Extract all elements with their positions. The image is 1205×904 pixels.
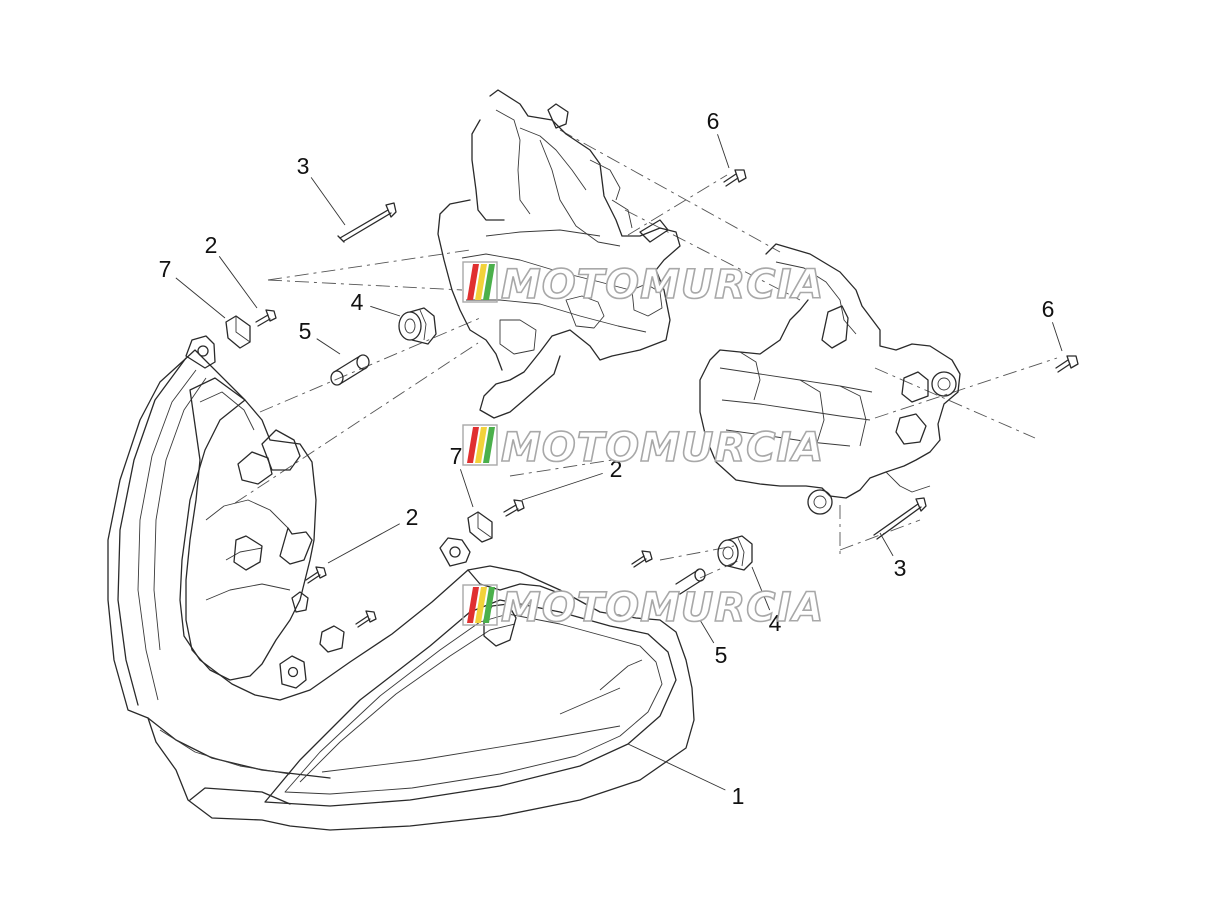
callout-number: 6 [707, 108, 720, 134]
callout-2: 2 [327, 504, 419, 564]
screw-far-right [1055, 355, 1079, 373]
long-pin-upper [337, 202, 397, 243]
watermark-logo: MOTOMURCIA [462, 424, 824, 472]
leader-line [627, 743, 726, 791]
screw-housing-2 [355, 610, 377, 628]
callout-4: 4 [751, 566, 782, 636]
watermark-group: MOTOMURCIA MOTOMURCIA MOTOMURCIA [462, 261, 824, 632]
callout-number: 2 [406, 504, 419, 530]
callout-number: 1 [732, 783, 745, 809]
assembly-lines [234, 129, 1058, 579]
callout-7: 7 [450, 443, 474, 508]
callout-number: 2 [610, 456, 623, 482]
callout-number: 4 [351, 289, 364, 315]
watermark-stripe-green [483, 264, 495, 300]
fasteners [225, 169, 1079, 628]
watermark-stripe-yellow [475, 264, 487, 300]
leader-line [218, 256, 258, 309]
callout-5: 5 [696, 614, 728, 668]
watermark-logo: MOTOMURCIA [462, 261, 824, 309]
grommet-left [398, 307, 437, 345]
callout-1: 1 [627, 743, 745, 809]
screw-center-lower [631, 550, 653, 568]
watermark-stripe-yellow [475, 587, 487, 623]
leader-line [327, 523, 400, 564]
upper-mounting-bracket [437, 89, 681, 419]
leader-line [175, 277, 226, 319]
screw-housing-1 [305, 566, 327, 584]
watermark-text: MOTOMURCIA [501, 425, 824, 471]
callout-2: 2 [521, 456, 623, 501]
spacer-left [330, 354, 370, 386]
leader-line [370, 305, 401, 317]
callout-number: 4 [769, 610, 782, 636]
callout-3: 3 [297, 153, 346, 226]
watermark-stripe-red [467, 587, 479, 623]
leader-line [1052, 322, 1063, 352]
watermark-stripe-red [467, 427, 479, 463]
callout-number: 3 [894, 555, 907, 581]
callout-number: 5 [299, 318, 312, 344]
callout-number: 7 [450, 443, 463, 469]
watermark-text: MOTOMURCIA [501, 262, 824, 308]
headlight-assembly [107, 335, 695, 831]
leader-line [521, 472, 603, 501]
callout-number: 5 [715, 642, 728, 668]
grommet-right [717, 535, 753, 571]
clip-center [467, 511, 493, 543]
watermark-emblem-frame [462, 261, 498, 303]
watermark-stripe-green [483, 587, 495, 623]
callout-labels: 1 2 2 2 3 3 4 4 5 5 6 6 7 7 [159, 108, 1063, 809]
headlight-rear-housing [699, 243, 961, 515]
spacer-right [675, 568, 706, 595]
leader-line [460, 469, 474, 508]
callout-3: 3 [879, 532, 907, 581]
callout-number: 2 [205, 232, 218, 258]
watermark-emblem-frame [462, 584, 498, 626]
leader-line [717, 134, 730, 169]
leader-line [879, 532, 894, 557]
callout-7: 7 [159, 256, 226, 319]
screw-center [503, 499, 525, 517]
leader-line [696, 614, 715, 644]
callout-number: 6 [1042, 296, 1055, 322]
watermark-stripe-red [467, 264, 479, 300]
watermark-emblem-frame [462, 424, 498, 466]
clip-left [225, 315, 251, 349]
watermark-stripe-green [483, 427, 495, 463]
callout-6: 6 [1042, 296, 1063, 352]
callout-6: 6 [707, 108, 730, 169]
callout-4: 4 [351, 289, 401, 317]
leader-line [751, 566, 771, 611]
screw-upper-right [723, 169, 747, 187]
screw-left [255, 309, 277, 327]
watermark-stripe-yellow [475, 427, 487, 463]
callout-2: 2 [205, 232, 258, 309]
callout-5: 5 [299, 318, 341, 355]
leader-line [316, 338, 341, 355]
watermark-logo: MOTOMURCIA [462, 584, 824, 632]
leader-line [310, 177, 346, 226]
callout-number: 7 [159, 256, 172, 282]
watermark-text: MOTOMURCIA [501, 585, 824, 631]
long-pin-lower [873, 497, 927, 540]
callout-number: 3 [297, 153, 310, 179]
